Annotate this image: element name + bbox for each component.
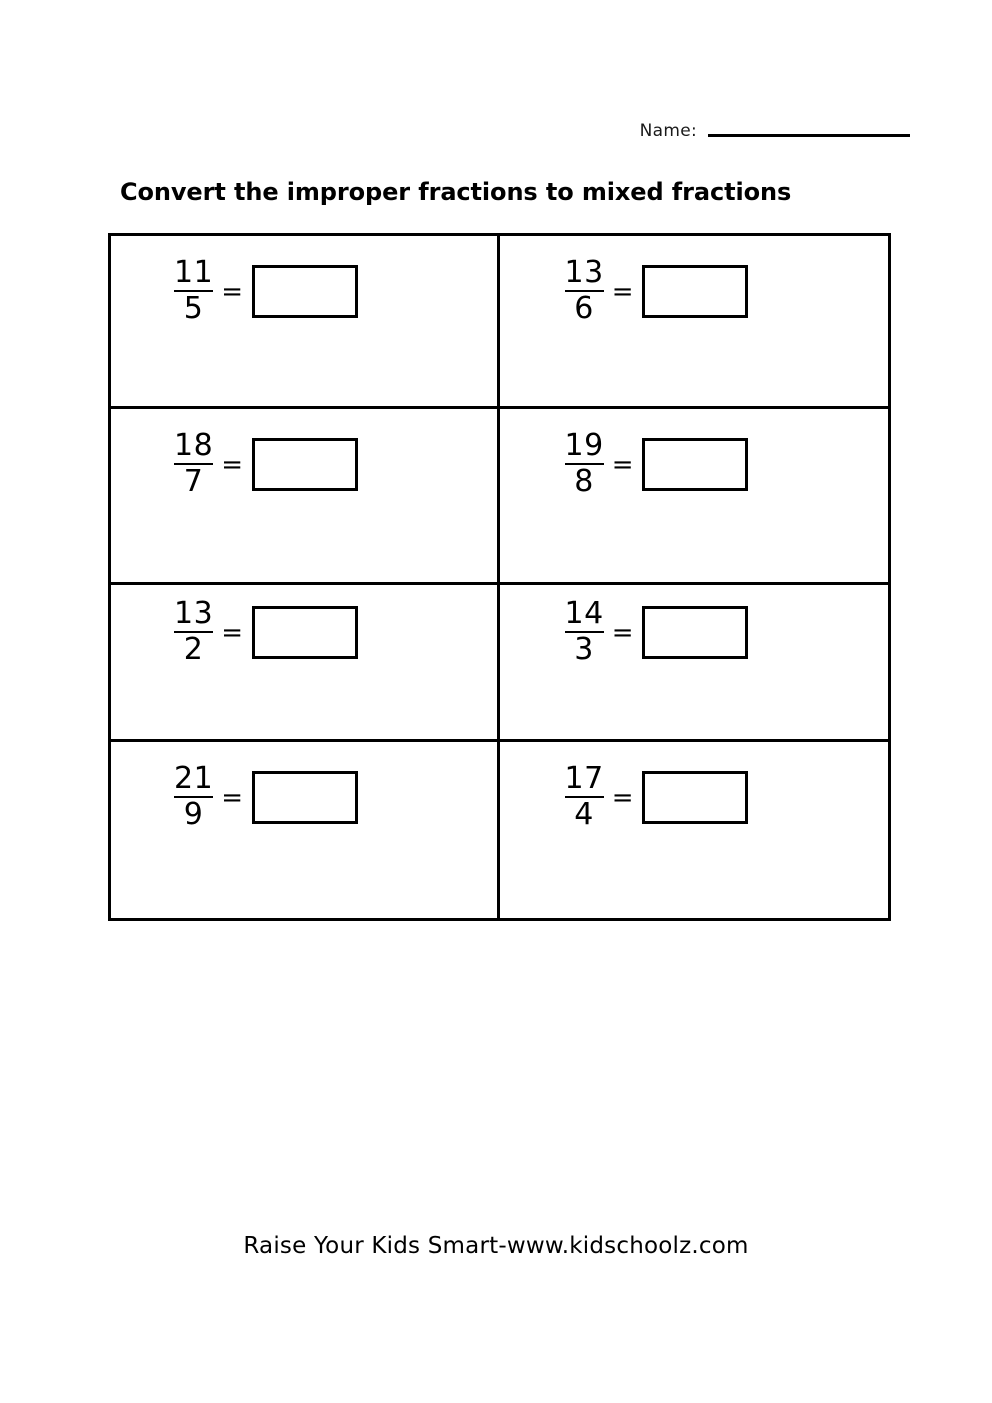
fraction-denominator: 2 <box>183 631 204 667</box>
problem-cell-2: 13 6 = <box>500 236 889 406</box>
name-input-blank[interactable] <box>708 134 910 137</box>
fraction-denominator: 8 <box>574 463 594 499</box>
answer-box[interactable] <box>642 605 749 659</box>
problem-cell-1: 11 5 = <box>111 236 500 406</box>
answer-box[interactable] <box>642 770 749 824</box>
answer-box[interactable] <box>642 437 749 491</box>
fraction-numerator: 14 <box>564 596 604 631</box>
equals-sign: = <box>221 783 243 814</box>
improper-fraction: 18 7 <box>174 428 214 499</box>
improper-fraction: 13 2 <box>174 596 214 667</box>
improper-fraction: 17 4 <box>564 761 604 832</box>
table-row: 13 2 = 14 3 = <box>111 585 888 742</box>
problem-expression: 21 9 = <box>174 761 358 832</box>
fraction-denominator: 6 <box>574 290 594 326</box>
fraction-numerator: 21 <box>174 761 214 796</box>
equals-sign: = <box>611 618 634 649</box>
problem-expression: 17 4 = <box>564 761 749 832</box>
fraction-denominator: 7 <box>183 463 204 499</box>
fraction-denominator: 3 <box>574 631 594 667</box>
problem-cell-6: 14 3 = <box>500 585 889 739</box>
improper-fraction: 19 8 <box>564 428 604 499</box>
answer-box[interactable] <box>642 264 749 318</box>
problem-cell-8: 17 4 = <box>500 742 889 918</box>
fraction-bar <box>564 630 604 633</box>
answer-box[interactable] <box>251 605 358 659</box>
answer-box[interactable] <box>251 770 358 824</box>
improper-fraction: 13 6 <box>564 255 604 326</box>
name-row: Name: <box>0 116 992 146</box>
problem-cell-7: 21 9 = <box>111 742 500 918</box>
problem-expression: 11 5 = <box>174 255 358 326</box>
fraction-numerator: 18 <box>174 428 214 463</box>
improper-fraction: 11 5 <box>174 255 214 326</box>
fraction-bar <box>174 289 214 292</box>
problem-cell-4: 19 8 = <box>500 409 889 582</box>
equals-sign: = <box>611 277 634 308</box>
table-row: 18 7 = 19 8 = <box>111 409 888 585</box>
fraction-denominator: 9 <box>183 796 204 832</box>
name-label: Name: <box>639 120 697 141</box>
problem-expression: 18 7 = <box>174 428 358 499</box>
problem-expression: 19 8 = <box>564 428 749 499</box>
answer-box[interactable] <box>251 437 358 491</box>
fraction-bar <box>564 462 604 465</box>
footer-credit: Raise Your Kids Smart-www.kidschoolz.com <box>243 1233 749 1259</box>
problem-grid: 11 5 = 13 6 = <box>108 233 891 921</box>
fraction-numerator: 11 <box>174 255 214 290</box>
fraction-bar <box>564 795 604 798</box>
problem-expression: 13 2 = <box>174 596 358 667</box>
improper-fraction: 14 3 <box>564 596 604 667</box>
table-row: 21 9 = 17 4 = <box>111 742 888 918</box>
improper-fraction: 21 9 <box>174 761 214 832</box>
answer-box[interactable] <box>251 264 358 318</box>
fraction-denominator: 4 <box>574 796 594 832</box>
fraction-numerator: 13 <box>174 596 214 631</box>
problem-expression: 14 3 = <box>564 596 749 667</box>
page-title: Convert the improper fractions to mixed … <box>120 178 792 206</box>
problem-expression: 13 6 = <box>564 255 749 326</box>
fraction-denominator: 5 <box>183 290 204 326</box>
equals-sign: = <box>221 450 243 481</box>
fraction-bar <box>174 795 214 798</box>
equals-sign: = <box>611 450 634 481</box>
equals-sign: = <box>221 277 243 308</box>
fraction-bar <box>174 462 214 465</box>
fraction-numerator: 17 <box>564 761 604 796</box>
equals-sign: = <box>221 618 243 649</box>
equals-sign: = <box>611 783 634 814</box>
problem-cell-3: 18 7 = <box>111 409 500 582</box>
table-row: 11 5 = 13 6 = <box>111 236 888 409</box>
fraction-numerator: 13 <box>564 255 604 290</box>
fraction-bar <box>174 630 214 633</box>
problem-cell-5: 13 2 = <box>111 585 500 739</box>
fraction-numerator: 19 <box>564 428 604 463</box>
fraction-bar <box>564 289 604 292</box>
